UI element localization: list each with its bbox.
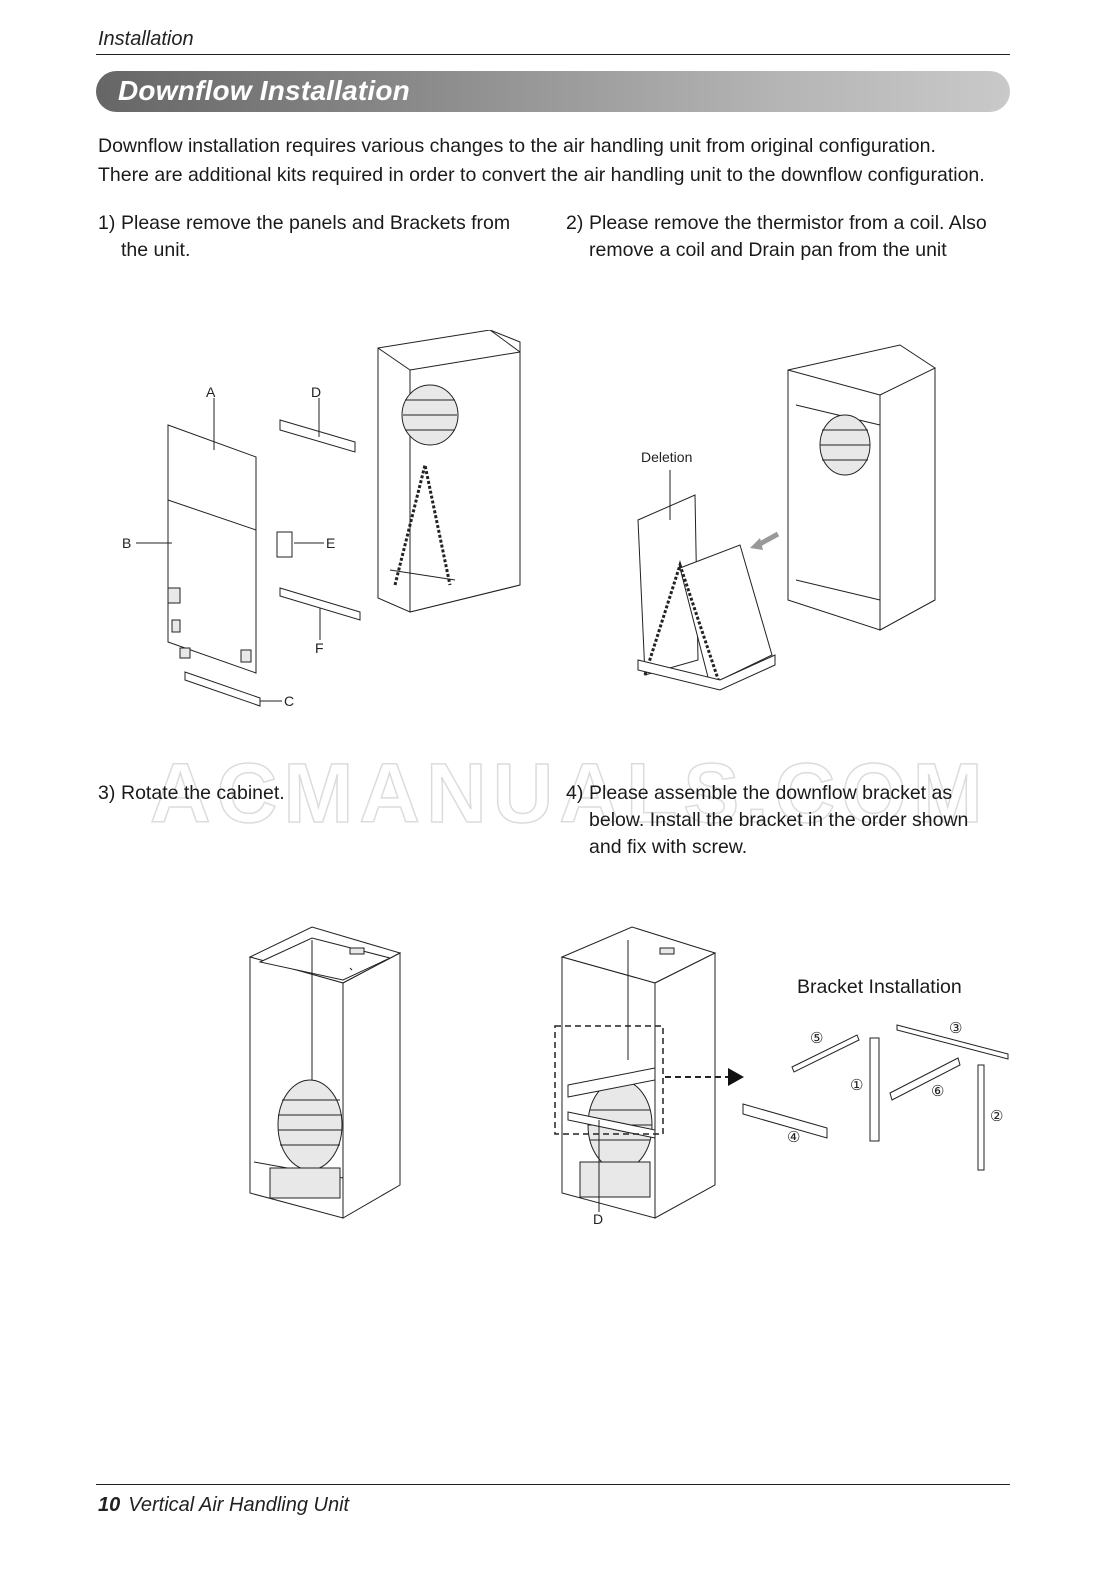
highlight-box xyxy=(554,1025,664,1135)
footer-rule xyxy=(96,1484,1010,1485)
page-number: 10 xyxy=(98,1494,121,1516)
label-d: D xyxy=(311,384,322,400)
bracket-number-3: ③ xyxy=(949,1020,963,1037)
step-3-line-1: Rotate the cabinet. xyxy=(121,782,285,804)
footer-title: Vertical Air Handling Unit xyxy=(128,1494,350,1516)
step-3-number: 3) xyxy=(98,782,116,804)
figure-remove-coil xyxy=(637,344,936,691)
label-b: B xyxy=(122,535,132,551)
header-rule xyxy=(96,54,1010,55)
label-deletion: Deletion xyxy=(641,449,693,465)
label-a: A xyxy=(206,384,216,400)
footer: 10 Vertical Air Handling Unit xyxy=(98,1494,349,1517)
intro-line-1: Downflow installation requires various c… xyxy=(98,135,936,157)
step-2-line-1: Please remove the thermistor from a coil… xyxy=(589,212,987,234)
step-4-line-1: Please assemble the downflow bracket as xyxy=(589,782,953,804)
step-1-number: 1) xyxy=(98,212,116,234)
label-c: C xyxy=(284,693,295,709)
label-e: E xyxy=(326,535,336,551)
panel-a-b xyxy=(167,424,257,674)
step-4-line-2: below. Install the bracket in the order … xyxy=(589,809,969,831)
watermark: ACMANUALS.COM xyxy=(149,745,989,841)
bracket-number-2: ② xyxy=(990,1108,1004,1125)
arrow-right-icon xyxy=(728,1068,744,1086)
step-1-line-1: Please remove the panels and Brackets fr… xyxy=(121,212,511,234)
step-1-line-2: the unit. xyxy=(121,239,191,261)
section-title-bar: Downflow Installation xyxy=(96,71,1010,112)
step-4-number: 4) xyxy=(566,782,584,804)
step-1: 1)Please remove the panels and Brackets … xyxy=(98,210,538,264)
figure-remove-panels xyxy=(136,330,521,707)
bracket-number-4: ④ xyxy=(787,1129,801,1146)
step-2: 2)Please remove the thermistor from a co… xyxy=(566,210,1016,264)
bracket-number-6: ⑥ xyxy=(931,1083,945,1100)
step-4-line-3: and fix with screw. xyxy=(589,836,748,858)
bracket-number-5: ⑤ xyxy=(810,1030,824,1047)
bracket-installation-title: Bracket Installation xyxy=(797,976,962,998)
step-2-line-2: remove a coil and Drain pan from the uni… xyxy=(589,239,947,261)
step-3: 3)Rotate the cabinet. xyxy=(98,780,538,807)
running-head: Installation xyxy=(98,28,194,50)
section-title: Downflow Installation xyxy=(118,75,410,106)
intro-paragraph: Downflow installation requires various c… xyxy=(98,132,1018,190)
step-2-number: 2) xyxy=(566,212,584,234)
intro-line-2: There are additional kits required in or… xyxy=(98,164,985,186)
label-f: F xyxy=(315,640,324,656)
bracket-number-1: ① xyxy=(850,1077,864,1094)
figure-rotate-cabinet xyxy=(248,926,402,1219)
figure-bracket-assembly xyxy=(554,926,1009,1219)
label-d-bracket: D xyxy=(593,1211,604,1227)
step-4: 4)Please assemble the downflow bracket a… xyxy=(566,780,1016,861)
